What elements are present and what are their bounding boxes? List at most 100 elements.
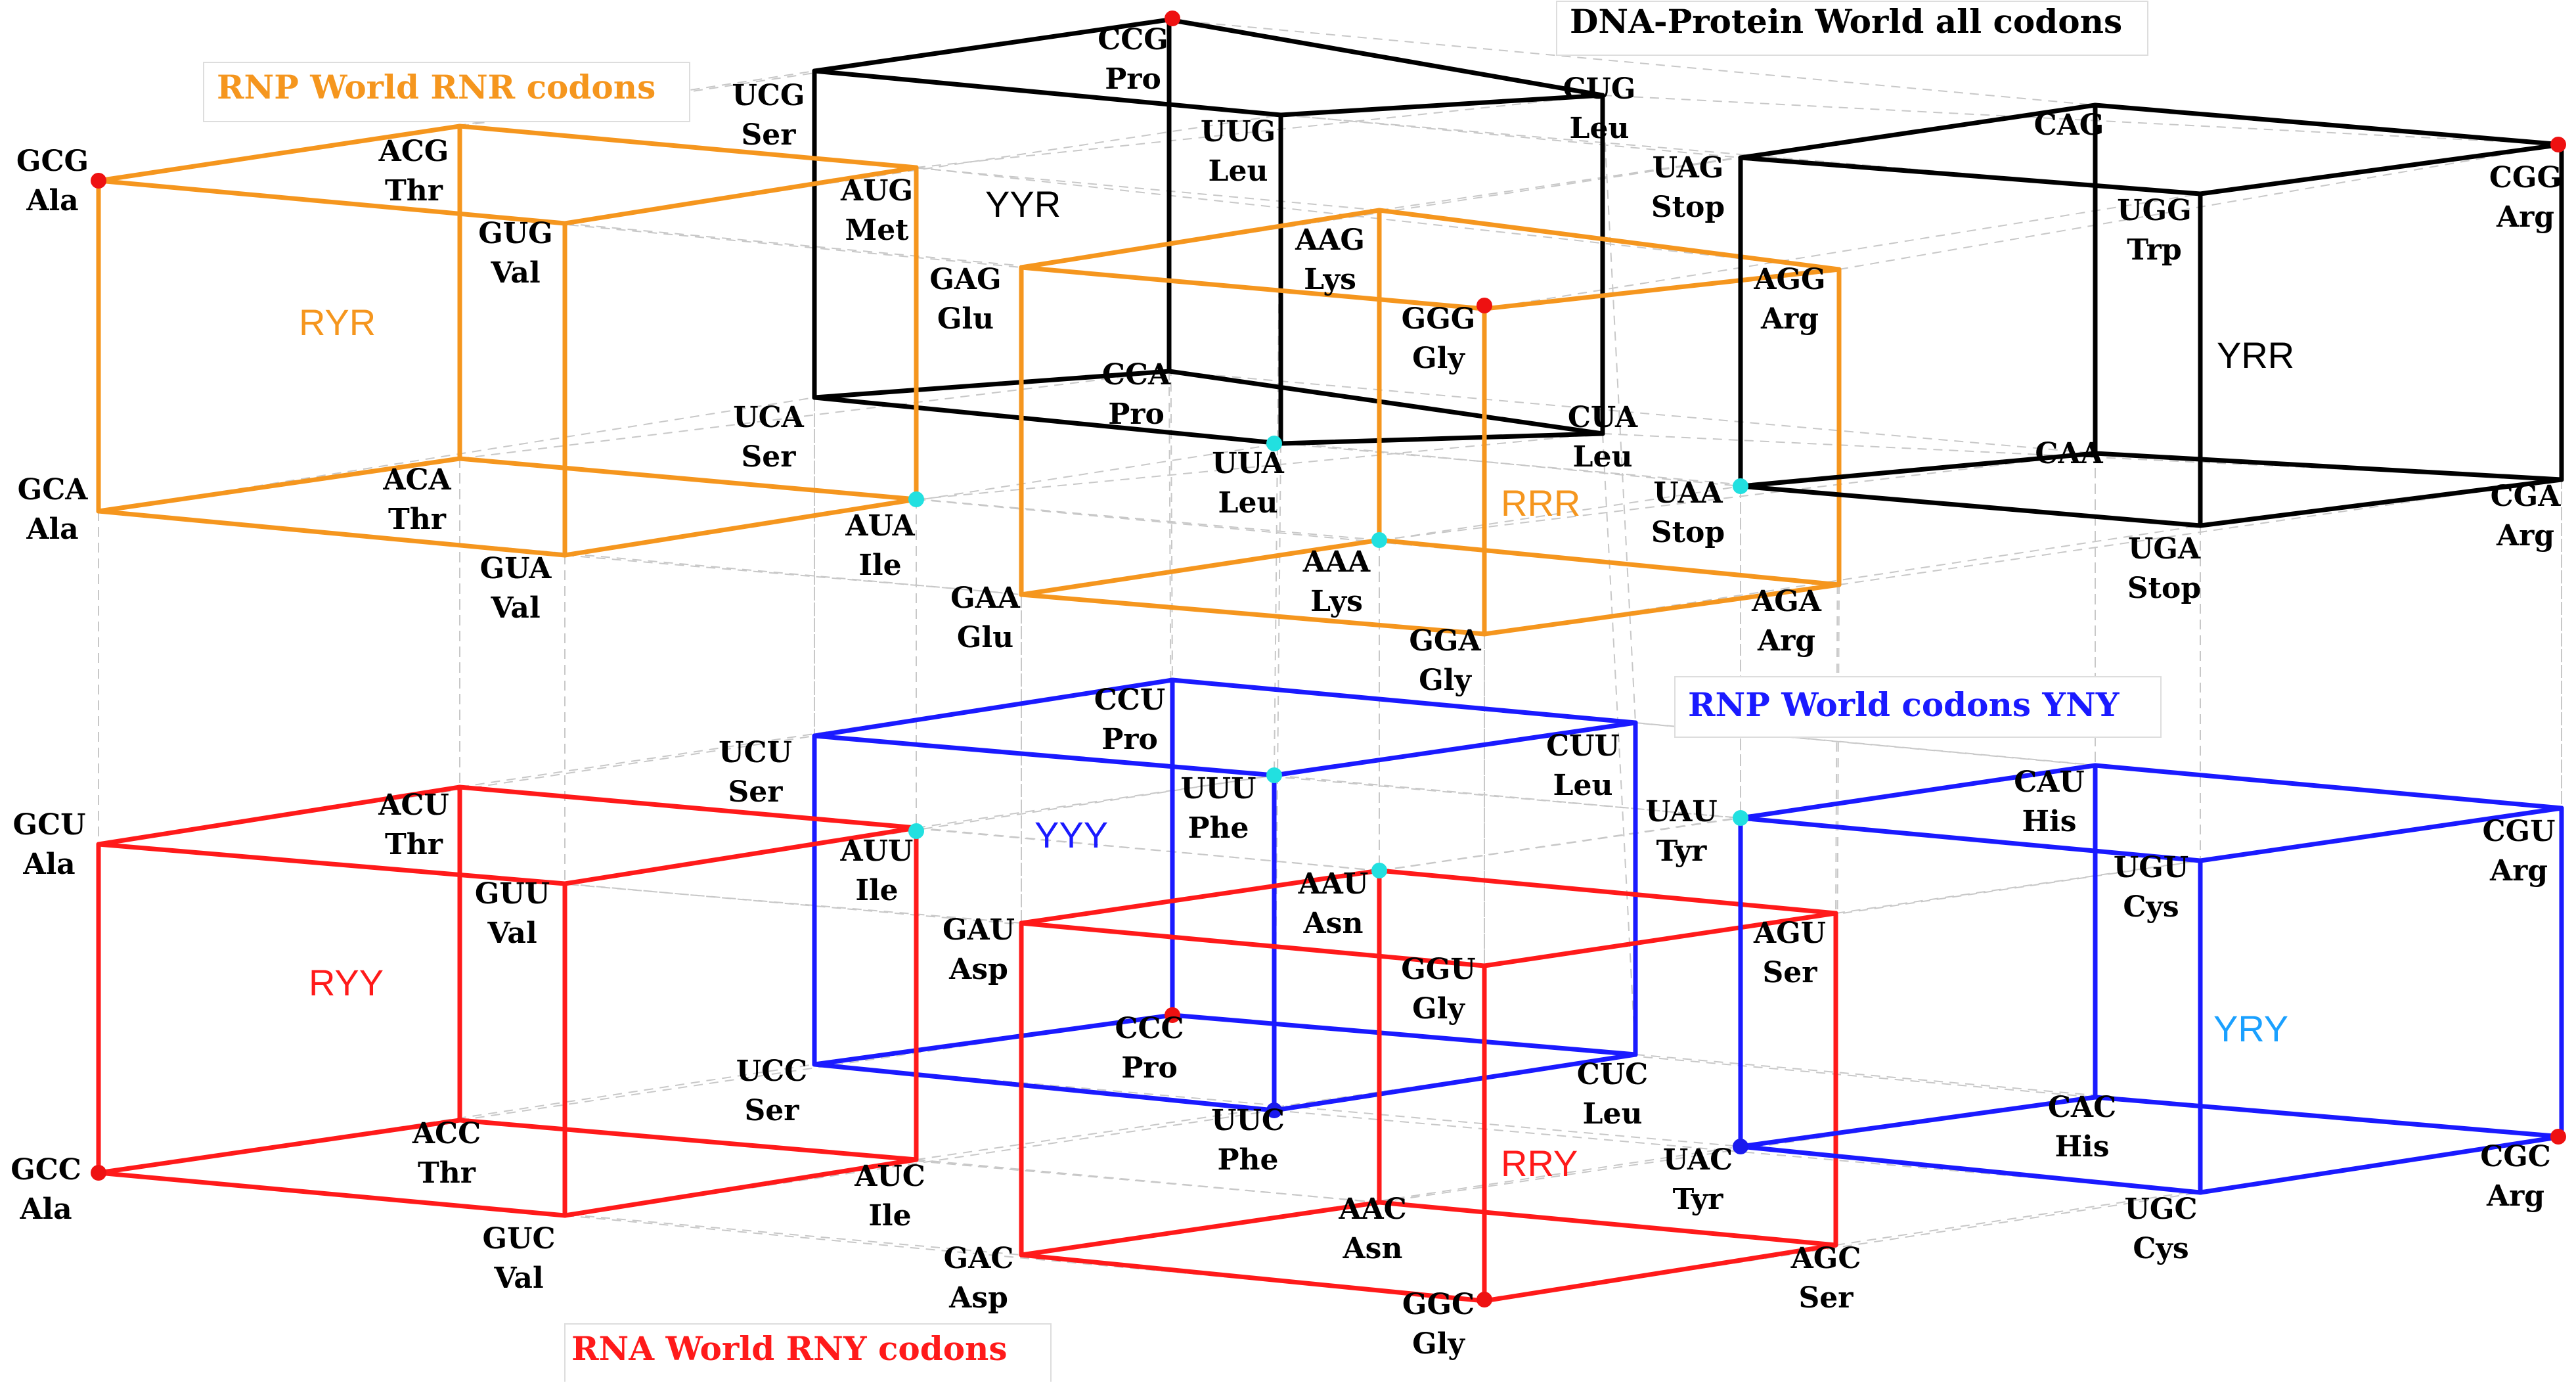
- codon-text: UCA: [733, 401, 804, 434]
- amino-acid-text: Thr: [385, 174, 443, 208]
- cube-edge: [2198, 142, 2564, 196]
- amino-acid-text: Gly: [1412, 1327, 1465, 1361]
- codon-text: ACU: [378, 788, 449, 822]
- codon-text: GGA: [1409, 624, 1481, 658]
- cube-edge: [96, 456, 462, 514]
- codon-text: GGU: [1401, 953, 1476, 986]
- codon-text: CCG: [1098, 23, 1168, 57]
- amino-acid-text: Pro: [1121, 1051, 1178, 1085]
- cube-edge: [1377, 1200, 1838, 1248]
- codon-text: CUC: [1577, 1058, 1648, 1091]
- codon-text: AUG: [840, 174, 913, 208]
- cube-edge: [457, 784, 919, 830]
- projection-line: [1602, 95, 2562, 145]
- projection-line: [459, 125, 1380, 211]
- codon-text: UAA: [1653, 476, 1723, 510]
- amino-acid-text: Tyr: [1673, 1183, 1723, 1216]
- projection-line: [1484, 860, 2201, 966]
- amino-acid-text: Ser: [728, 775, 784, 809]
- codon-text: CAC: [2048, 1091, 2116, 1124]
- codon-text: CUG: [1563, 72, 1636, 106]
- codon-text: CCA: [1102, 358, 1171, 392]
- codon-text: CAU: [2014, 765, 2085, 799]
- cube-edge: [1166, 369, 1605, 436]
- codon-text: CGG: [2489, 161, 2562, 194]
- title-rnr: RNP World RNR codons: [217, 68, 655, 106]
- vertex-dot: [1165, 11, 1180, 26]
- codon-text: CCC: [1115, 1012, 1184, 1045]
- cube-edge: [96, 509, 567, 558]
- cube-edge: [1278, 93, 1605, 118]
- codon-text: CAG: [2034, 108, 2104, 142]
- cube-edge: [812, 1012, 1175, 1067]
- vertex-dot: [1371, 532, 1387, 548]
- projection-line: [98, 1064, 815, 1173]
- codon-text: CGA: [2491, 480, 2562, 513]
- codon-text: GCG: [16, 145, 89, 178]
- cube-edge: [1482, 1242, 1838, 1304]
- amino-acid-text: Val: [487, 917, 537, 950]
- cube-edge: [1019, 1252, 1487, 1304]
- projection-line: [1280, 114, 2201, 194]
- amino-acid-text: Ser: [745, 1094, 800, 1127]
- cube-edge: [812, 677, 1175, 738]
- title-yny: RNP World codons YNY: [1688, 685, 2120, 724]
- amino-acid-text: Pro: [1108, 397, 1165, 431]
- cube-yyy: [812, 677, 1638, 1113]
- amino-acid-text: Cys: [2123, 890, 2179, 924]
- cube-edge: [812, 17, 1172, 74]
- codon-text: GCU: [13, 808, 86, 842]
- amino-acid-text: Lys: [1304, 263, 1356, 296]
- codon-text: CCU: [1094, 683, 1165, 717]
- codon-text: ACG: [378, 135, 449, 168]
- cube-edge: [1019, 265, 1487, 311]
- cube-edge: [1377, 208, 1842, 272]
- cube-edge: [812, 369, 1172, 400]
- cube-edge: [2198, 806, 2564, 863]
- cube-edge: [1377, 537, 1842, 587]
- vertex-dot: [1733, 478, 1748, 494]
- cube-edge: [1019, 537, 1382, 597]
- projection-line: [98, 70, 815, 181]
- projection-line: [1484, 193, 2201, 309]
- cube-ryr: [96, 124, 919, 558]
- cube-edge: [1170, 1012, 1638, 1057]
- cube-edge: [812, 68, 1283, 118]
- cube-edge: [96, 178, 567, 226]
- amino-acid-text: Gly: [1412, 342, 1465, 375]
- cube-edge: [457, 456, 919, 502]
- cube-edge: [457, 1118, 919, 1162]
- cube-edge: [562, 825, 919, 886]
- cube-edge: [2093, 1095, 2564, 1139]
- cube-edge: [1738, 102, 2098, 160]
- cube-edge: [1019, 920, 1487, 968]
- projection-line: [916, 95, 1603, 168]
- amino-acid-text: Val: [490, 591, 540, 625]
- amino-acid-text: Val: [493, 1261, 543, 1295]
- codon-text: GCC: [11, 1153, 81, 1187]
- cube-edge: [1482, 267, 1842, 311]
- codon-text: UUC: [1211, 1104, 1285, 1137]
- codon-text: UAG: [1653, 151, 1724, 185]
- cube-yyr: [812, 17, 1605, 446]
- codon-text: GAG: [929, 263, 1001, 296]
- codon-text: UUA: [1212, 447, 1284, 480]
- cube-label-yyr: YYR: [985, 183, 1061, 225]
- cube-edge: [2198, 1134, 2564, 1195]
